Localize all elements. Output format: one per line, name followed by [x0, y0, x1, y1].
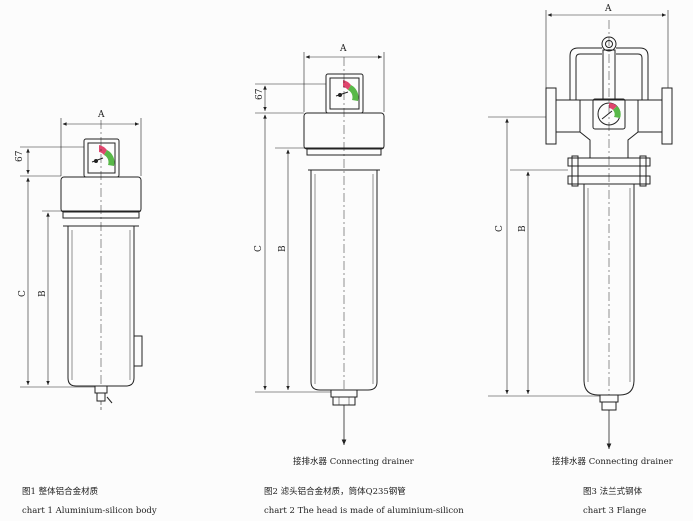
dim-c-chart2: C — [254, 245, 264, 252]
dim-67-chart2: 67 — [255, 88, 265, 100]
flange-right — [661, 87, 673, 145]
gauge-red-zone — [99, 145, 107, 155]
dim-b-chart3: B — [518, 225, 528, 232]
drainer-label-chart2: 接排水器 Connecting drainer — [293, 456, 415, 467]
drain-nut — [330, 389, 358, 398]
flange-left — [545, 87, 557, 145]
filter-chart-1 — [20, 118, 143, 410]
dim-a-chart1: A — [97, 110, 105, 120]
dim-c-chart1: C — [18, 290, 28, 297]
caption-chart2-cn: 图2 滤头铝合金材质，筒体Q235钢管 — [264, 486, 406, 497]
dim-c-chart3: C — [495, 225, 505, 232]
caption-chart1-cn: 图1 整体铝合金材质 — [22, 486, 99, 497]
dim-a-chart3: A — [604, 4, 612, 14]
drainer-label-chart3: 接排水器 Connecting drainer — [552, 456, 674, 467]
filter-chart-2 — [255, 52, 385, 445]
dim-b-chart1: B — [38, 290, 48, 297]
caption-chart3-en: chart 3 Flange — [583, 506, 646, 516]
caption-chart3-cn: 图3 法兰式钢体 — [583, 486, 643, 497]
drain-valve — [94, 385, 108, 394]
caption-chart1-en: chart 1 Aluminium-silicon body — [22, 506, 157, 516]
dim-b-chart2: B — [278, 245, 288, 252]
dim-a-chart2: A — [339, 44, 347, 54]
filter-chart-3 — [488, 10, 673, 449]
drain-nut — [599, 394, 619, 403]
gauge-green-zone — [104, 150, 115, 166]
caption-chart2-en: chart 2 The head is made of aluminium-si… — [264, 506, 464, 516]
dim-67-chart1: 67 — [15, 150, 25, 162]
